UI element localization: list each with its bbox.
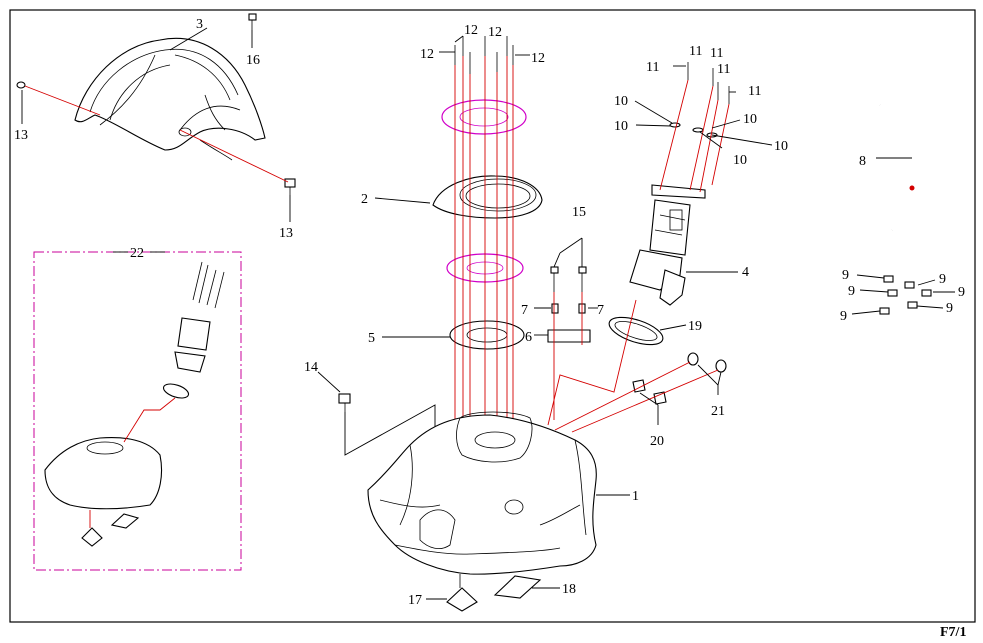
callout-15: 15 xyxy=(572,205,586,220)
callout-3: 3 xyxy=(196,17,203,32)
pad-17 xyxy=(446,587,478,612)
callout-7-left: 7 xyxy=(521,303,528,318)
callout-10-c: 10 xyxy=(743,112,757,127)
kit-22-box xyxy=(33,251,242,571)
callout-12-b: 12 xyxy=(464,23,478,38)
callout-9-e: 9 xyxy=(840,309,847,324)
callout-9-c: 9 xyxy=(939,272,946,287)
callout-9-d: 9 xyxy=(958,285,965,300)
callout-13-right: 13 xyxy=(279,226,293,241)
part-fuel-pump xyxy=(629,184,706,306)
caps-21 xyxy=(687,352,727,373)
callout-8: 8 xyxy=(859,154,866,169)
leader-lines xyxy=(21,27,955,600)
callout-10-d: 10 xyxy=(733,153,747,168)
pad-18 xyxy=(493,575,542,599)
callout-21: 21 xyxy=(711,404,725,419)
callout-12-c: 12 xyxy=(488,25,502,40)
callout-22: 22 xyxy=(130,246,144,261)
collars-7 xyxy=(551,303,586,314)
callout-11-a: 11 xyxy=(646,60,659,75)
callout-4: 4 xyxy=(742,265,749,280)
callout-11-e: 11 xyxy=(748,84,761,99)
callout-9-a: 9 xyxy=(842,268,849,283)
callout-11-d: 11 xyxy=(717,62,730,77)
part-hose xyxy=(865,103,937,233)
callout-10-b: 10 xyxy=(614,119,628,134)
callout-19: 19 xyxy=(688,319,702,334)
callout-10-a: 10 xyxy=(614,94,628,109)
callout-9-f: 9 xyxy=(946,301,953,316)
callout-11-b: 11 xyxy=(689,44,702,59)
callout-20: 20 xyxy=(650,434,664,449)
part-tank-cover xyxy=(74,38,266,161)
kit-22-contents xyxy=(44,261,225,547)
callout-9-b: 9 xyxy=(848,284,855,299)
callout-12-d: 12 xyxy=(531,51,545,66)
callout-labels: 3 16 13 13 2 5 14 12 12 12 12 15 7 7 6 4… xyxy=(14,17,966,640)
part-tube-6 xyxy=(547,329,591,343)
page-reference: F7/1 xyxy=(940,625,966,640)
part-fuel-tank xyxy=(367,411,597,575)
assembly-lines-center xyxy=(454,56,514,440)
nuts-20 xyxy=(632,379,667,405)
part-ring-cover xyxy=(432,175,543,219)
clips-9 xyxy=(879,275,932,315)
callout-14: 14 xyxy=(304,360,318,375)
callout-2: 2 xyxy=(361,192,368,207)
bolt-16 xyxy=(248,13,257,30)
callout-18: 18 xyxy=(562,582,576,597)
part-pump-gasket xyxy=(608,316,664,346)
bolts-15 xyxy=(550,266,587,292)
callout-5: 5 xyxy=(368,331,375,346)
part-retaining-plate xyxy=(449,320,525,350)
pump-bolts-11 xyxy=(687,62,730,104)
bolt-13-left xyxy=(16,81,26,89)
pump-washers-10 xyxy=(669,122,718,138)
screws-12 xyxy=(454,36,514,74)
bolt-14 xyxy=(338,393,351,412)
callout-13-left: 13 xyxy=(14,128,28,143)
callout-1: 1 xyxy=(632,489,639,504)
bolt-13-right xyxy=(284,178,296,195)
drawing-frame xyxy=(9,9,976,623)
callout-6: 6 xyxy=(525,330,532,345)
callout-16: 16 xyxy=(246,53,260,68)
callout-7-right: 7 xyxy=(597,303,604,318)
callout-17: 17 xyxy=(408,593,422,608)
callout-11-c: 11 xyxy=(710,46,723,61)
callout-10-e: 10 xyxy=(774,139,788,154)
callout-12-a: 12 xyxy=(420,47,434,62)
